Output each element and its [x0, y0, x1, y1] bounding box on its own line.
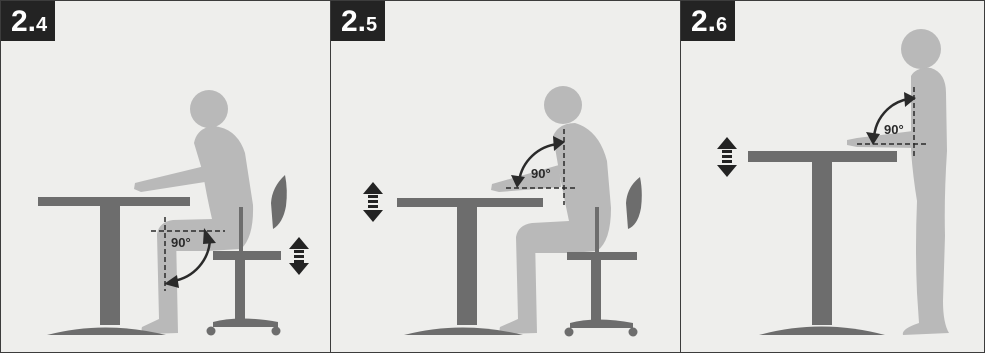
height-adjust-arrow-icon — [717, 137, 737, 177]
standing-person-figure — [847, 29, 949, 335]
height-adjust-arrow-icon — [289, 237, 309, 275]
panel-2-4-badge: 2.4 — [1, 1, 55, 41]
angle-label: 90° — [531, 166, 551, 181]
panel-number: 2. — [341, 5, 366, 38]
panel-2-5-badge: 2.5 — [331, 1, 385, 41]
angle-label: 90° — [884, 122, 904, 137]
panel-2-4: 90° 2.4 — [0, 0, 331, 353]
panel-number: 2. — [11, 5, 36, 38]
panel-subnumber: 4 — [36, 14, 47, 36]
panel-2-6-drawing: 90° — [681, 1, 985, 353]
panel-2-6: 90° 2.6 — [680, 0, 985, 353]
panel-2-5-drawing: 90° — [331, 1, 681, 353]
panel-subnumber: 6 — [716, 14, 727, 36]
panel-subnumber: 5 — [366, 14, 377, 36]
angle-label: 90° — [171, 235, 191, 250]
panel-2-5: 90° 2.5 — [330, 0, 681, 353]
height-adjust-arrow-icon — [363, 182, 383, 222]
panel-2-6-badge: 2.6 — [681, 1, 735, 41]
standing-desk — [748, 151, 897, 335]
panel-2-4-drawing: 90° — [1, 1, 331, 353]
panel-number: 2. — [691, 5, 716, 38]
